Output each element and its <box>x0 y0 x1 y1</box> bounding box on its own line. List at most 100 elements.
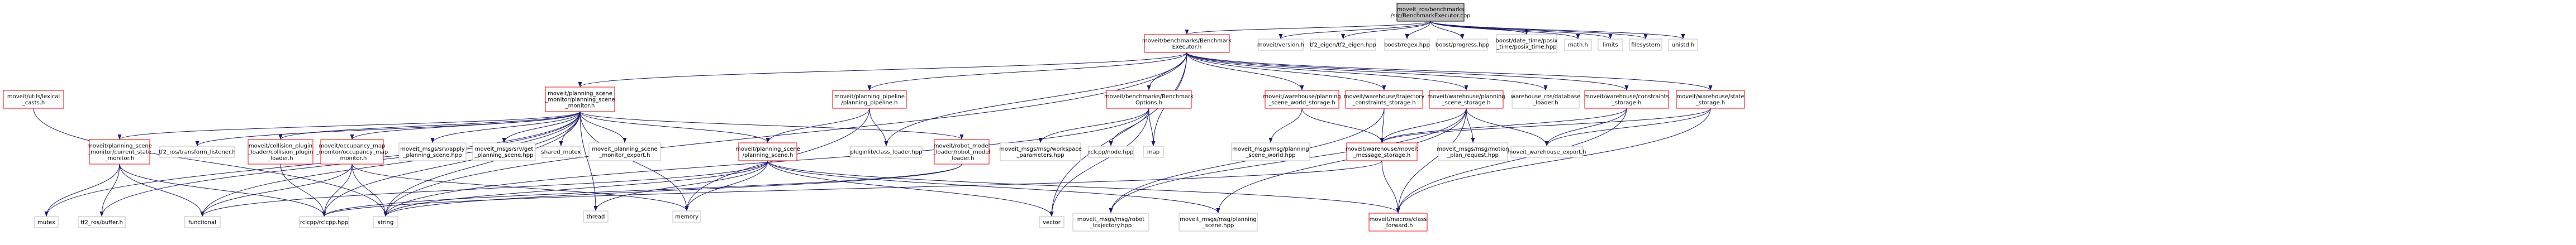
node-psm-h[interactable]: moveit/planning_scene_monitor/planning_s… <box>544 87 615 112</box>
node-label: moveit/warehouse/trajectory <box>1344 94 1425 100</box>
node-label: moveit_warehouse_export.h <box>1507 150 1586 156</box>
node-box <box>1384 39 1430 51</box>
node-lexical-casts[interactable]: moveit/utils/lexical_casts.h <box>3 90 64 109</box>
node-label: rclcpp/rclcpp.hpp <box>300 220 348 226</box>
edge-be-h-to-string <box>383 52 1187 217</box>
node-label: moveit_planning_scene <box>592 146 657 152</box>
node-label: _storage.h <box>1695 100 1726 106</box>
edge-psm-h-to-occ-map <box>350 111 581 140</box>
node-box <box>1429 90 1504 109</box>
node-class-fwd[interactable]: moveit/macros/class_forward.h <box>1368 213 1428 232</box>
node-progress: boost/progress.hpp <box>1436 39 1489 51</box>
node-map: map <box>1143 146 1164 158</box>
node-rml[interactable]: moveit/robot_model_loader/robot_model_lo… <box>933 139 991 165</box>
node-label: moveit_msgs/msg/robot <box>1077 217 1145 223</box>
node-label: unistd.h <box>1672 42 1694 49</box>
node-msg-storage[interactable]: moveit/warehouse/moveit_message_storage.… <box>1346 142 1419 161</box>
node-label: _monitor/planning_scene <box>544 97 615 103</box>
edge-psm-h-to-cp-loader <box>278 111 581 140</box>
node-posix-time: boost/date_time/posix_time/posix_time.hp… <box>1496 34 1558 53</box>
node-box <box>320 139 384 165</box>
node-wh-dbl: warehouse_ros/database_loader.h <box>1511 90 1580 109</box>
node-label: _loader/robot_model <box>933 150 991 156</box>
node-wh-state[interactable]: moveit/warehouse/state_storage.h <box>1676 90 1745 109</box>
node-box <box>541 146 581 158</box>
node-label: moveit/robot_model <box>934 143 990 150</box>
node-robot-traj: moveit_msgs/msg/robot_trajectory.hpp <box>1072 213 1149 232</box>
node-box <box>1437 39 1488 51</box>
edge-root-to-version-h <box>1279 21 1431 40</box>
node-box <box>1039 216 1064 228</box>
node-box <box>398 142 467 161</box>
node-box <box>1496 34 1557 53</box>
node-box <box>89 139 150 165</box>
node-label: _planning_scene.hpp <box>403 152 462 158</box>
node-mutex: mutex <box>34 216 59 228</box>
edge-cp-loader-to-rclcpp <box>280 164 326 217</box>
node-label: moveit/planning_scene <box>735 146 800 152</box>
node-occ-map[interactable]: moveit/occupancy_map_monitor/occupancy_m… <box>316 139 388 165</box>
node-apply-ps: moveit_msgs/srv/apply_planning_scene.hpp <box>398 142 467 161</box>
node-box <box>1178 213 1258 232</box>
node-pp-h[interactable]: moveit/planning_pipeline/planning_pipeli… <box>832 90 907 109</box>
edge-csm-to-rclcpp <box>119 164 326 217</box>
node-box <box>1629 39 1662 51</box>
node-box <box>832 90 907 109</box>
node-regex: boost/regex.hpp <box>1384 39 1430 51</box>
edge-psm-h-to-ps-h <box>579 111 770 143</box>
node-wh-psw[interactable]: moveit/warehouse/planning_scene_world_st… <box>1263 90 1341 109</box>
edge-ps-h-to-class-fwd <box>767 160 1400 214</box>
node-label: _monitor/occupancy_map <box>316 150 388 156</box>
edge-be-h-to-wh-psw <box>1186 52 1304 91</box>
edge-ps-h-to-vector <box>767 160 1054 217</box>
node-box <box>738 142 797 161</box>
node-csm[interactable]: moveit/planning_scene_monitor/current_st… <box>87 139 152 165</box>
node-label: warehouse_ros/database <box>1511 94 1580 100</box>
edge-occ-map-to-functional <box>200 164 353 217</box>
edge-wh-psw-to-ps-world-msg <box>1268 108 1303 143</box>
node-vector: vector <box>1039 216 1064 228</box>
node-wh-traj[interactable]: moveit/warehouse/trajectory_constraints_… <box>1344 90 1425 109</box>
node-label: moveit/warehouse/state <box>1676 94 1744 100</box>
node-box <box>472 142 536 161</box>
node-box <box>1512 90 1580 109</box>
node-label: map <box>1147 150 1159 156</box>
edge-wh-psw-to-msg-storage <box>1301 108 1384 143</box>
node-label: _monitor.h <box>104 156 135 162</box>
node-label: _casts.h <box>22 100 45 106</box>
node-box <box>1676 90 1745 109</box>
node-cp-loader[interactable]: moveit/collision_plugin_loader/collision… <box>248 139 313 165</box>
node-wh-ps[interactable]: moveit/warehouse/planning_scene_storage.… <box>1427 90 1505 109</box>
node-box <box>1584 90 1669 109</box>
node-box <box>1345 90 1423 109</box>
edge-wh-ps-to-motion-req <box>1466 108 1475 143</box>
node-label: moveit/planning_scene <box>87 143 152 150</box>
node-wh-cons[interactable]: moveit/warehouse/constraints_storage.h <box>1584 90 1669 109</box>
node-label: moveit/warehouse/constraints <box>1584 94 1669 100</box>
edge-root-to-regex <box>1405 21 1431 40</box>
edge-root-to-be-h <box>1185 21 1431 35</box>
node-label: moveit/utils/lexical <box>7 94 60 100</box>
node-label: _loader.h <box>948 156 974 162</box>
node-box <box>850 146 923 158</box>
node-label: /src/BenchmarkExecutor.cpp <box>1391 13 1471 19</box>
node-ps-h[interactable]: moveit/planning_scene/planning_scene.h <box>735 142 800 161</box>
node-box <box>1598 39 1623 51</box>
edge-pp-h-to-class-loader <box>869 108 888 147</box>
node-label: moveit/planning_scene <box>548 91 612 97</box>
node-label: Options.h <box>1135 100 1162 106</box>
edge-occ-map-to-rclcpp <box>322 164 353 217</box>
edge-psm-h-to-get-ps <box>502 111 581 143</box>
edge-csm-to-functional <box>119 164 205 217</box>
node-psm-export: moveit_planning_scene_monitor_export.h <box>588 142 661 161</box>
node-label: boost/regex.hpp <box>1384 42 1430 49</box>
node-tf2-buffer: tf2_ros/buffer.h <box>78 216 126 228</box>
node-label: _constraints_storage.h <box>1352 100 1415 106</box>
node-be-h[interactable]: moveit/benchmarks/BenchmarkExecutor.h <box>1142 34 1232 53</box>
edge-msg-storage-to-rclcpp <box>322 160 1382 217</box>
node-box <box>78 216 126 228</box>
edge-csm-to-mutex <box>44 164 120 217</box>
edge-be-h-to-wh-cons <box>1186 52 1629 91</box>
node-ps-msg: moveit_msgs/msg/planning_scene.hpp <box>1178 213 1258 232</box>
